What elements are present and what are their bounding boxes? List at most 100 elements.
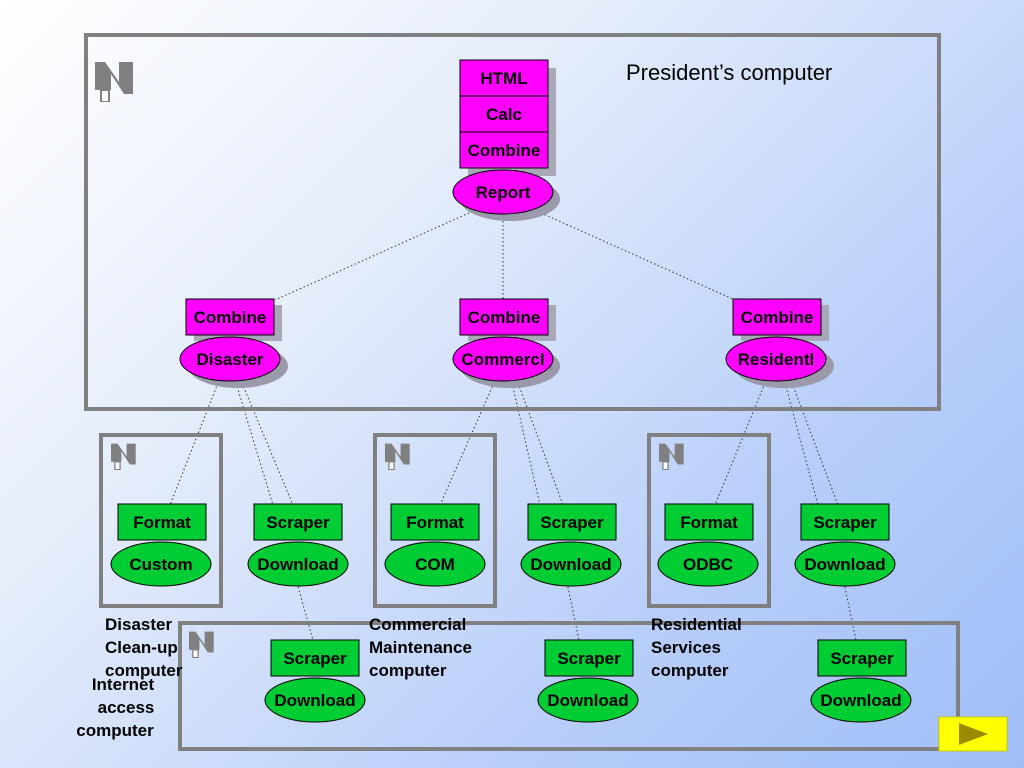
disaster-scraper-group: Scraper Download [247, 503, 349, 587]
residentl-node[interactable]: Residentl [725, 336, 827, 382]
scraper-module[interactable]: Scraper [544, 639, 634, 677]
odbc-source-label: ODBC [683, 555, 733, 574]
commercial-scraper-group: Scraper Download [520, 503, 622, 587]
download-node[interactable]: Download [264, 677, 366, 723]
commercl-node[interactable]: Commercl [452, 336, 554, 382]
combine-module[interactable]: Combine [459, 131, 549, 169]
download-label: Download [820, 691, 901, 710]
download-label: Download [274, 691, 355, 710]
download-node[interactable]: Download [537, 677, 639, 723]
svg-text:Maintenance: Maintenance [369, 638, 472, 657]
combine-commercl-label: Combine [468, 308, 541, 327]
presidents-computer-title: President’s computer [626, 60, 832, 85]
calc-module[interactable]: Calc [459, 95, 549, 133]
computer-logo-icon [189, 630, 215, 658]
presidents-computer: President’s computer Calc Combine HTML C… [84, 33, 941, 411]
computer-logo-icon [95, 61, 134, 102]
combine-residentl-module[interactable]: Combine [732, 298, 822, 336]
disaster-node[interactable]: Disaster [179, 336, 281, 382]
svg-text:Residential: Residential [651, 615, 742, 634]
link-disaster-format [169, 382, 219, 506]
svg-text:Disaster: Disaster [105, 615, 172, 634]
svg-text:computer: computer [651, 661, 729, 680]
format-module[interactable]: Format [664, 503, 754, 541]
svg-text:computer: computer [369, 661, 447, 680]
svg-text:access: access [98, 698, 155, 717]
presidents-computer-frame [84, 33, 941, 411]
residentl-node-label: Residentl [738, 350, 815, 369]
link-commercl-scraper [511, 382, 541, 506]
disaster-node-label: Disaster [196, 350, 263, 369]
format-module[interactable]: Format [390, 503, 480, 541]
scraper-module[interactable]: Scraper [527, 503, 617, 541]
residential-scraper-group: Scraper Download [794, 503, 896, 587]
computer-logo-icon [385, 442, 411, 470]
format-label: Format [133, 513, 191, 532]
residential-computer-frame [647, 433, 771, 608]
download-label: Download [547, 691, 628, 710]
download-node[interactable]: Download [520, 541, 622, 587]
download-node[interactable]: Download [810, 677, 912, 723]
combine-disaster-label: Combine [194, 308, 267, 327]
com-source-node[interactable]: COM [384, 541, 486, 587]
link-report-disaster [274, 207, 481, 301]
calc-module-label: Calc [486, 105, 522, 124]
scraper-module[interactable]: Scraper [253, 503, 343, 541]
commercial-computer: Format COM [373, 433, 497, 608]
computer-logo-icon [111, 442, 137, 470]
disaster-computer: Format Custom [99, 433, 223, 608]
html-module[interactable]: HTML [459, 59, 549, 97]
scraper-label: Scraper [830, 649, 894, 668]
commercl-node-group: Combine Commercl Combine Commercl [452, 298, 560, 388]
link-download-internet [566, 582, 580, 641]
disaster-caption: Disaster Clean-up computer [105, 615, 183, 680]
disaster-node-group: Combine Combine Disaster [179, 298, 288, 388]
com-source-label: COM [415, 555, 455, 574]
scraper-module[interactable]: Scraper [270, 639, 360, 677]
combine-module-label: Combine [468, 141, 541, 160]
commercl-node-label: Commercl [461, 350, 544, 369]
svg-text:Clean-up: Clean-up [105, 638, 178, 657]
scraper-label: Scraper [813, 513, 877, 532]
odbc-source-node[interactable]: ODBC [657, 541, 759, 587]
computer-logo-icon [659, 442, 685, 470]
scraper-label: Scraper [557, 649, 621, 668]
link-disaster-scraper [235, 382, 274, 506]
svg-text:Commercial: Commercial [369, 615, 466, 634]
svg-text:Services: Services [651, 638, 721, 657]
connectors [169, 207, 857, 641]
custom-source-node[interactable]: Custom [110, 541, 212, 587]
link-residentl-scraper [784, 382, 819, 506]
custom-source-label: Custom [129, 555, 192, 574]
link-download-internet [843, 582, 857, 641]
download-node[interactable]: Download [247, 541, 349, 587]
scraper-label: Scraper [283, 649, 347, 668]
internet-computer: Scraper Download Scraper Download Scrape… [178, 621, 960, 751]
scraper-module[interactable]: Scraper [800, 503, 890, 541]
download-node[interactable]: Download [794, 541, 896, 587]
next-slide-button[interactable] [938, 716, 1008, 752]
residentl-node-group: Combine Residentl Combine Residentl [725, 298, 834, 388]
download-label: Download [257, 555, 338, 574]
link-report-residentl [529, 207, 736, 301]
download-label: Download [804, 555, 885, 574]
report-node[interactable]: Report [452, 169, 554, 215]
commercial-computer-frame [373, 433, 497, 608]
format-module[interactable]: Format [117, 503, 207, 541]
svg-text:computer: computer [105, 661, 183, 680]
play-arrow-icon [959, 723, 988, 745]
combine-disaster-module[interactable]: Combine [185, 298, 275, 336]
link-download-internet [296, 582, 314, 641]
combine-commercl-module[interactable]: Combine [459, 298, 549, 336]
format-label: Format [406, 513, 464, 532]
scraper-label: Scraper [266, 513, 330, 532]
scraper-module[interactable]: Scraper [817, 639, 907, 677]
disaster-computer-frame [99, 433, 223, 608]
svg-text:computer: computer [76, 721, 154, 740]
format-label: Format [680, 513, 738, 532]
html-module-label: HTML [480, 69, 527, 88]
svg-text:Internet: Internet [92, 675, 155, 694]
link-commercl-scraper [517, 382, 564, 506]
internet-caption: Internet access computer [76, 675, 154, 740]
